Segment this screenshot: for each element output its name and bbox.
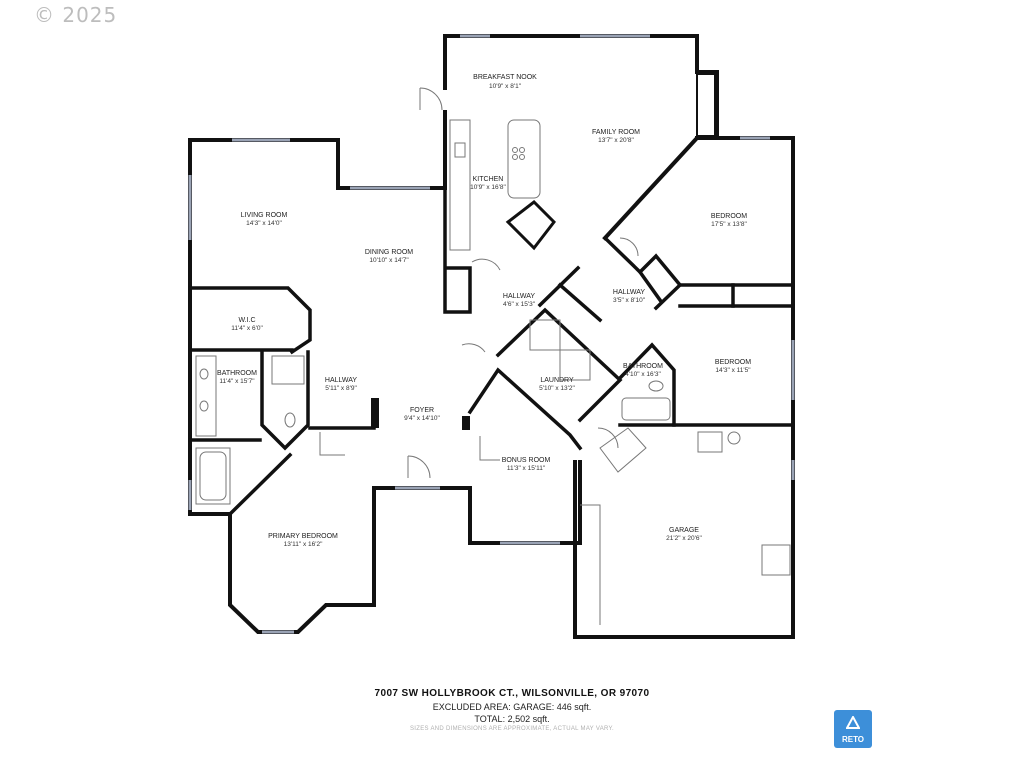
room-dim-bedroom1: 17'5" x 13'8" <box>711 221 747 228</box>
windows <box>188 34 795 634</box>
room-name-bathroom1: BATHROOM <box>217 370 257 377</box>
room-dim-bonus: 11'3" x 15'11" <box>507 465 546 472</box>
room-dim-wic: 11'4" x 6'0" <box>231 325 263 332</box>
room-dim-bedroom2: 14'3" x 11'5" <box>715 367 751 374</box>
interior-walls <box>188 73 795 517</box>
room-name-primary: PRIMARY BEDROOM <box>268 533 338 540</box>
room-name-kitchen: KITCHEN <box>473 176 504 183</box>
room-dim-hallway2: 3'5" x 8'10" <box>613 297 646 304</box>
room-name-bedroom2: BEDROOM <box>715 359 751 366</box>
room-name-dining: DINING ROOM <box>365 249 413 256</box>
room-dim-laundry: 5'10" x 13'2" <box>539 385 575 392</box>
property-address: 7007 SW HOLLYBROOK CT., WILSONVILLE, OR … <box>374 688 650 699</box>
room-name-wic: W.I.C <box>238 317 255 324</box>
room-name-living: LIVING ROOM <box>241 212 288 219</box>
logo-text: RETO <box>841 735 865 744</box>
room-name-foyer: FOYER <box>410 407 434 414</box>
room-dim-living: 14'3" x 14'0" <box>246 220 282 227</box>
disclaimer: SIZES AND DIMENSIONS ARE APPROXIMATE, AC… <box>409 726 615 732</box>
excluded-area: EXCLUDED AREA: GARAGE: 446 sqft. <box>432 702 592 712</box>
room-dim-dining: 10'10" x 14'7" <box>369 257 409 264</box>
room-dim-family: 13'7" x 20'8" <box>598 137 634 144</box>
room-dim-primary: 13'11" x 16'2" <box>284 541 323 548</box>
room-dim-bathroom2: 4'10" x 16'3" <box>625 371 661 378</box>
room-name-hallway3: HALLWAY <box>325 377 357 384</box>
room-name-family: FAMILY ROOM <box>592 129 640 136</box>
total-area: TOTAL: 2,502 sqft. <box>474 714 550 724</box>
room-dim-kitchen: 10'9" x 16'8" <box>470 184 506 191</box>
room-name-hallway1: HALLWAY <box>503 293 535 300</box>
room-name-bathroom2: BATHROOM <box>623 363 663 370</box>
room-name-hallway2: HALLWAY <box>613 289 645 296</box>
reto-logo: RETO <box>834 710 872 748</box>
exterior-walls <box>188 34 795 639</box>
room-dim-garage: 21'2" x 20'6" <box>666 535 702 542</box>
room-name-laundry: LAUNDRY <box>540 377 574 384</box>
room-dim-hallway3: 5'11" x 8'9" <box>325 385 357 392</box>
room-name-garage: GARAGE <box>669 527 699 534</box>
room-dim-foyer: 9'4" x 14'10" <box>404 415 440 422</box>
room-labels: BREAKFAST NOOK 10'9" x 8'1" FAMILY ROOM … <box>217 74 751 548</box>
fixtures <box>195 87 791 625</box>
room-name-bonus: BONUS ROOM <box>502 457 551 464</box>
copyright-watermark: © 2025 <box>34 3 118 27</box>
logo-triangle-icon <box>846 716 860 729</box>
room-dim-hallway1: 4'6" x 15'3" <box>503 301 536 308</box>
room-name-bedroom1: BEDROOM <box>711 213 747 220</box>
room-dim-bathroom1: 11'4" x 15'7" <box>219 378 255 385</box>
floor-plan: BREAKFAST NOOK 10'9" x 8'1" FAMILY ROOM … <box>188 34 795 639</box>
room-name-breakfast: BREAKFAST NOOK <box>473 74 537 81</box>
room-dim-breakfast: 10'9" x 8'1" <box>489 83 522 90</box>
